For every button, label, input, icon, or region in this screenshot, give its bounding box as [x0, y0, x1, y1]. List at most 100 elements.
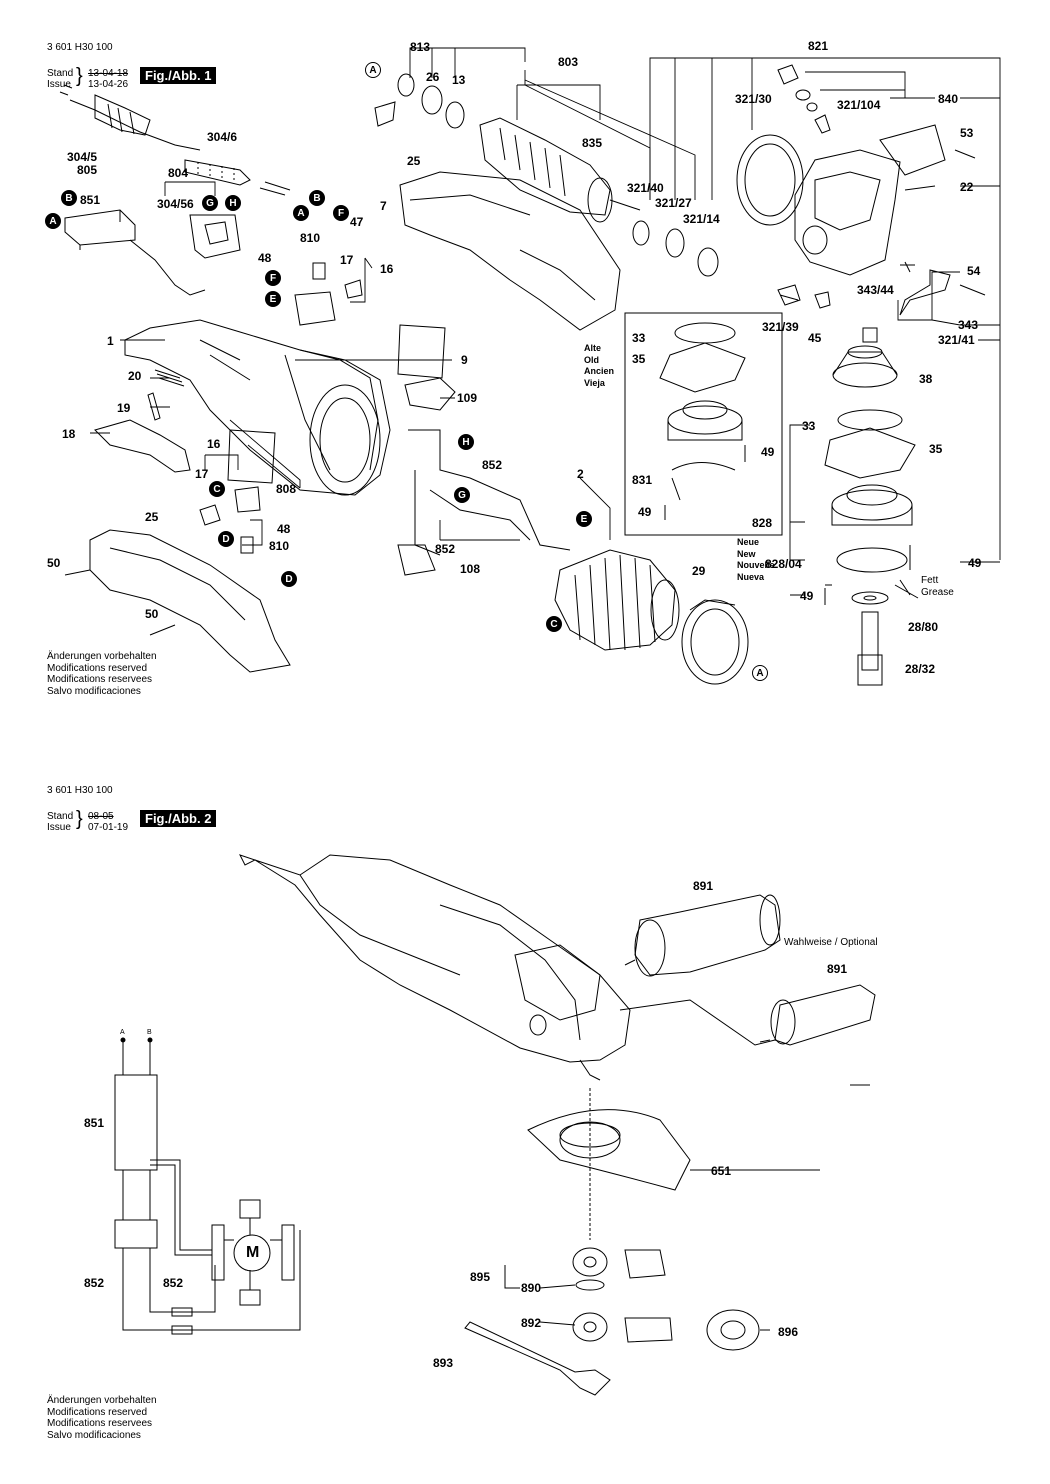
part-label: 19 — [117, 401, 131, 415]
grease-text: Grease — [921, 586, 954, 598]
part-label: 50 — [47, 556, 61, 570]
variant-text: Alte — [584, 343, 602, 353]
part-sleeve — [374, 101, 396, 127]
part-label: 25 — [145, 510, 159, 524]
marker-a: A — [293, 205, 309, 221]
part-label: 821 — [808, 39, 829, 53]
marker-b: B — [309, 190, 325, 206]
note-line: Modifications reserved — [47, 662, 148, 674]
cord-sleeve — [184, 159, 251, 186]
part-label: 26 — [426, 70, 440, 84]
part-label: 835 — [582, 136, 603, 150]
wires-852 — [408, 429, 571, 556]
part-label: 343 — [958, 318, 979, 332]
part-label: 808 — [276, 482, 297, 496]
stand-label: Stand — [47, 811, 74, 822]
armature-835 — [479, 117, 641, 223]
part-label: 17 — [195, 467, 209, 481]
cable-805 — [259, 181, 291, 196]
part-label: 851 — [80, 193, 101, 207]
suppressor-804 — [189, 214, 241, 259]
part-label: 896 — [778, 1325, 799, 1339]
modification-notice: Änderungen vorbehalten Modifications res… — [47, 651, 157, 697]
marker-h: H — [458, 434, 474, 450]
part-label: 18 — [62, 427, 76, 441]
part-label: 17 — [340, 253, 354, 267]
part-label: 53 — [960, 126, 974, 140]
motor-symbol: M — [246, 1244, 260, 1261]
note-line: Änderungen vorbehalten — [47, 1395, 157, 1406]
marker-h: H — [225, 195, 241, 211]
part-109 — [404, 377, 456, 411]
issue-label: Issue — [47, 79, 71, 90]
note-line: Modifications reservees — [47, 1418, 153, 1429]
part-label: 893 — [433, 1356, 454, 1370]
part-label: 33 — [802, 419, 816, 433]
figure-label: Fig./Abb. 1 — [140, 67, 217, 84]
part-label: 321/40 — [627, 181, 664, 195]
field-coil-2 — [554, 549, 680, 651]
new-variant-label: Neue New Nouvelle Nueva — [737, 537, 775, 583]
marker-g: G — [454, 487, 470, 503]
side-handle-891-b — [759, 984, 876, 1046]
variant-text: Vieja — [584, 377, 605, 388]
spindle-lock — [899, 269, 951, 316]
marker-a: A — [45, 213, 61, 229]
part-label: 851 — [84, 1116, 105, 1130]
part-label: 2 — [577, 467, 584, 481]
part-label: 48 — [277, 522, 291, 536]
part-label: 304/6 — [207, 130, 238, 144]
part-label: 304/5 — [67, 150, 98, 164]
note-line: Modifications reserved — [47, 1406, 148, 1418]
part-label: 343/44 — [857, 283, 894, 297]
variant-text: Ancien — [584, 366, 615, 376]
brace: } — [76, 65, 83, 87]
note-line: Salvo modificaciones — [47, 1429, 141, 1441]
terminal-a: A — [120, 1029, 125, 1036]
part-label: 49 — [638, 505, 652, 519]
handle-25-lower — [89, 529, 291, 673]
marker-e: E — [265, 291, 281, 307]
figure-label: Fig./Abb. 2 — [140, 810, 217, 827]
part-label: 49 — [968, 556, 982, 570]
part-label: 895 — [470, 1270, 491, 1284]
grease-text: Fett — [921, 575, 939, 586]
part-label: 805 — [77, 163, 98, 177]
motor-housing-1 — [124, 319, 391, 496]
part-label: 108 — [460, 562, 481, 576]
part-label: 35 — [929, 442, 943, 456]
lever-18 — [94, 419, 191, 473]
part-label: 49 — [800, 589, 814, 603]
part-label: 891 — [827, 962, 848, 976]
switch-851 — [64, 209, 206, 296]
part-label: 813 — [410, 40, 431, 54]
old-flange-assembly — [659, 322, 746, 520]
part-label: 828 — [752, 516, 773, 530]
part-label: 35 — [632, 352, 646, 366]
marker-g: G — [202, 195, 218, 211]
variant-text: Nouvelle — [737, 560, 775, 570]
marker-f: F — [333, 205, 349, 221]
note-line: Salvo modificaciones — [47, 685, 141, 697]
brush-holder-lower — [234, 486, 261, 513]
variant-text: Neue — [737, 537, 760, 547]
part-label: 852 — [482, 458, 503, 472]
part-label: 891 — [693, 879, 714, 893]
old-variant-box — [624, 312, 783, 536]
note-line: Modifications reservees — [47, 674, 153, 685]
marker-e: E — [576, 511, 592, 527]
part-label: 49 — [761, 445, 775, 459]
bearing-plate — [736, 134, 804, 226]
part-label: 828/04 — [765, 557, 802, 571]
part-label: 840 — [938, 92, 959, 106]
bevel-gear-38 — [832, 345, 898, 388]
part-label: 20 — [128, 369, 142, 383]
gear-housing — [794, 124, 946, 276]
part-label: 651 — [711, 1164, 732, 1178]
issue-label: Issue — [47, 822, 71, 833]
marker-c: C — [209, 481, 225, 497]
part-label: 16 — [380, 262, 394, 276]
part-label: 28/80 — [908, 620, 939, 634]
part-label: 45 — [808, 331, 822, 345]
